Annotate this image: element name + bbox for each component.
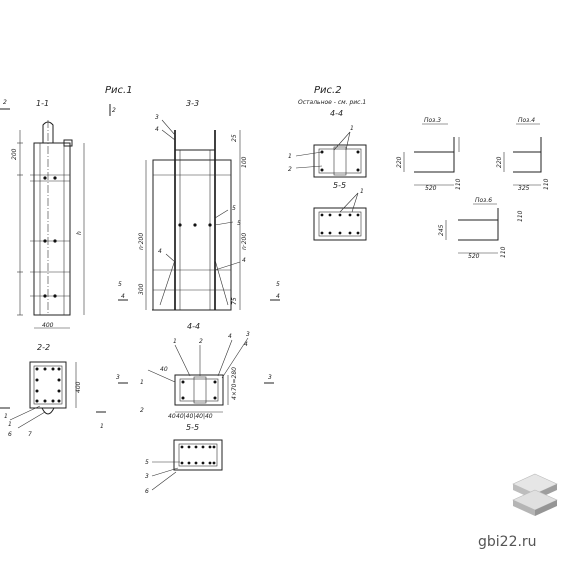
svg-text:110: 110 — [517, 210, 524, 222]
dim-n200-right: n·200 — [241, 233, 248, 250]
svg-text:1: 1 — [100, 423, 104, 430]
fig2-note: Остальное - см. рис.1 — [298, 99, 366, 106]
svg-text:40|40|40|40: 40|40|40|40 — [176, 413, 213, 420]
section-2-2-view: 400 1 6 7 1 1 — [0, 361, 106, 438]
section-4-4-top-title: 4-4 — [330, 109, 343, 118]
section-4-4-bottom-view: 1 2 4 3 4 1 2 40 40 4×70=280 40|40|40|40… — [116, 331, 274, 420]
pos3-dim-520: 520 — [425, 185, 437, 192]
section-1-1-view: 200 h 400 2 2 — [0, 99, 116, 329]
svg-text:40: 40 — [160, 366, 168, 373]
pos6-dim-245: 245 — [438, 224, 445, 236]
svg-text:4: 4 — [242, 257, 246, 264]
svg-text:5: 5 — [237, 220, 241, 227]
dim-400: 400 — [42, 322, 54, 329]
pos6-detail: 245 520 110 110 — [438, 208, 524, 260]
svg-text:6: 6 — [8, 431, 12, 438]
section-5-5-bottom-title: 5-5 — [186, 423, 199, 432]
dim-75: 75 — [231, 297, 238, 305]
svg-text:3: 3 — [155, 114, 159, 121]
svg-text:3: 3 — [246, 331, 250, 338]
svg-text:2: 2 — [288, 166, 292, 173]
fig1-title: Рис.1 — [105, 85, 133, 96]
section-5-5-fig2-title: 5-5 — [333, 181, 346, 190]
svg-text:4×70=280: 4×70=280 — [231, 367, 238, 400]
pos4-detail: 220 325 110 — [496, 137, 550, 192]
pos3-dim-220: 220 — [396, 156, 403, 168]
pos3-label: Поз.3 — [424, 117, 441, 124]
svg-text:40: 40 — [168, 413, 176, 420]
svg-text:1: 1 — [350, 125, 354, 132]
svg-text:110: 110 — [543, 178, 550, 190]
svg-text:3: 3 — [268, 374, 272, 381]
svg-text:1: 1 — [140, 379, 144, 386]
dim-300: 300 — [138, 283, 145, 295]
section-2-2-title: 2-2 — [37, 343, 50, 352]
watermark-text: gbi22.ru — [478, 534, 537, 550]
svg-text:1: 1 — [288, 153, 292, 160]
dim-400-depth: 400 — [75, 381, 82, 393]
pos4-label: Поз.4 — [518, 117, 535, 124]
section-1-1-title: 1-1 — [36, 99, 49, 108]
dim-100: 100 — [241, 156, 248, 168]
dim-25: 25 — [231, 134, 238, 142]
svg-text:4: 4 — [158, 248, 162, 255]
pos4-dim-325: 325 — [518, 185, 530, 192]
svg-text:2: 2 — [3, 99, 7, 106]
section-4-4-bottom-title: 4-4 — [187, 322, 200, 331]
section-3-3-view: 3 4 5 5 4 4 n·200 300 n·200 25 100 75 5 … — [118, 114, 280, 311]
svg-text:7: 7 — [28, 431, 32, 438]
svg-text:110: 110 — [455, 178, 462, 190]
section-3-3-title: 3-3 — [186, 99, 199, 108]
section-4-4-top-view: 1 2 1 — [288, 125, 367, 178]
pos4-dim-220: 220 — [496, 156, 503, 168]
pos3-detail: 220 520 110 — [396, 137, 462, 192]
gbi22-logo — [512, 473, 558, 516]
fig2-title: Рис.2 — [314, 85, 342, 96]
svg-text:2: 2 — [140, 407, 144, 414]
svg-text:5: 5 — [232, 205, 236, 212]
svg-text:h: h — [76, 231, 83, 235]
svg-text:4: 4 — [244, 341, 248, 348]
svg-text:4: 4 — [121, 293, 125, 300]
svg-text:2: 2 — [112, 107, 116, 114]
svg-text:1: 1 — [360, 188, 364, 195]
svg-text:3: 3 — [116, 374, 120, 381]
pos6-dim-110: 110 — [500, 246, 507, 258]
svg-text:4: 4 — [155, 126, 159, 133]
svg-text:3: 3 — [145, 473, 149, 480]
section-5-5-top-view: 1 — [313, 188, 367, 241]
dim-200-left: 200 — [11, 148, 18, 160]
section-5-5-bottom-view: 5 3 6 — [145, 439, 223, 495]
pos6-dim-520: 520 — [468, 253, 480, 260]
svg-text:5: 5 — [145, 459, 149, 466]
dim-n200-left: n·200 — [138, 233, 145, 250]
svg-text:5: 5 — [118, 281, 122, 288]
svg-text:1: 1 — [4, 413, 8, 420]
svg-text:4: 4 — [228, 333, 232, 340]
svg-text:4: 4 — [276, 293, 280, 300]
svg-text:1: 1 — [173, 338, 177, 345]
svg-text:6: 6 — [145, 488, 149, 495]
svg-text:5: 5 — [276, 281, 280, 288]
svg-text:1: 1 — [8, 421, 12, 428]
svg-text:2: 2 — [199, 338, 203, 345]
pos6-label: Поз.6 — [475, 197, 492, 204]
